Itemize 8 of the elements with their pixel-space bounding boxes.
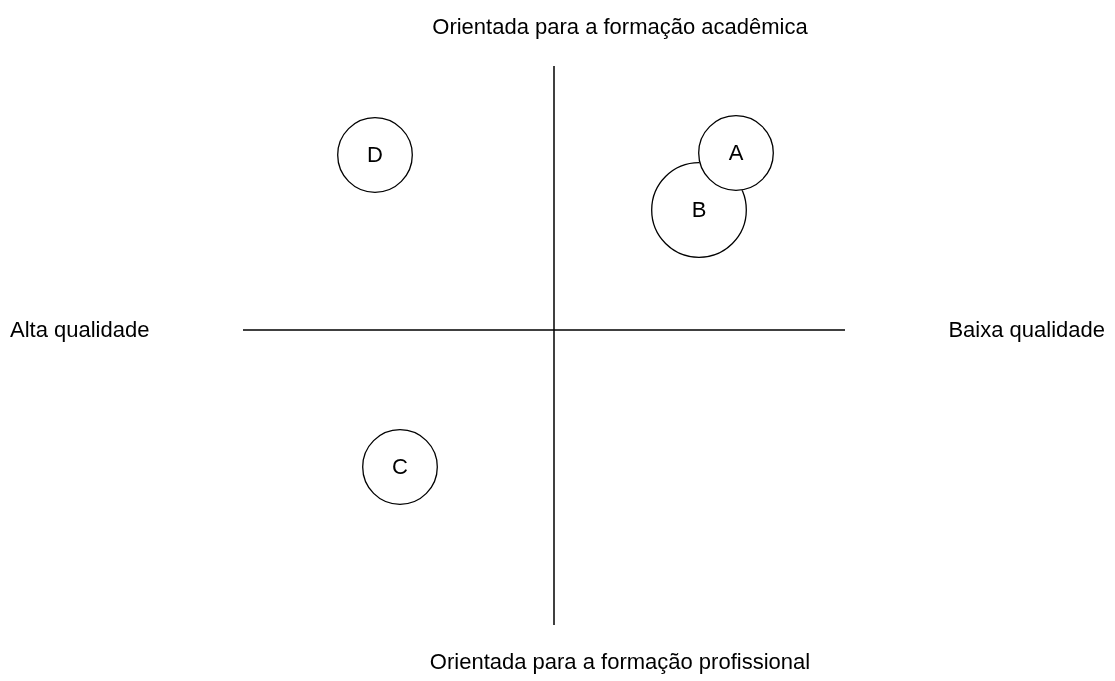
circle-label: A: [728, 140, 744, 166]
axis-label: Alta qualidade: [10, 317, 150, 343]
axis-label: Baixa qualidade: [948, 317, 1105, 343]
axis-label: Orientada para a formação profissional: [429, 649, 811, 675]
circle-label: D: [367, 142, 383, 168]
circle-label: C: [392, 454, 408, 480]
circle-label: B: [691, 197, 707, 223]
axis-label: Orientada para a formação acadêmica: [432, 14, 808, 40]
